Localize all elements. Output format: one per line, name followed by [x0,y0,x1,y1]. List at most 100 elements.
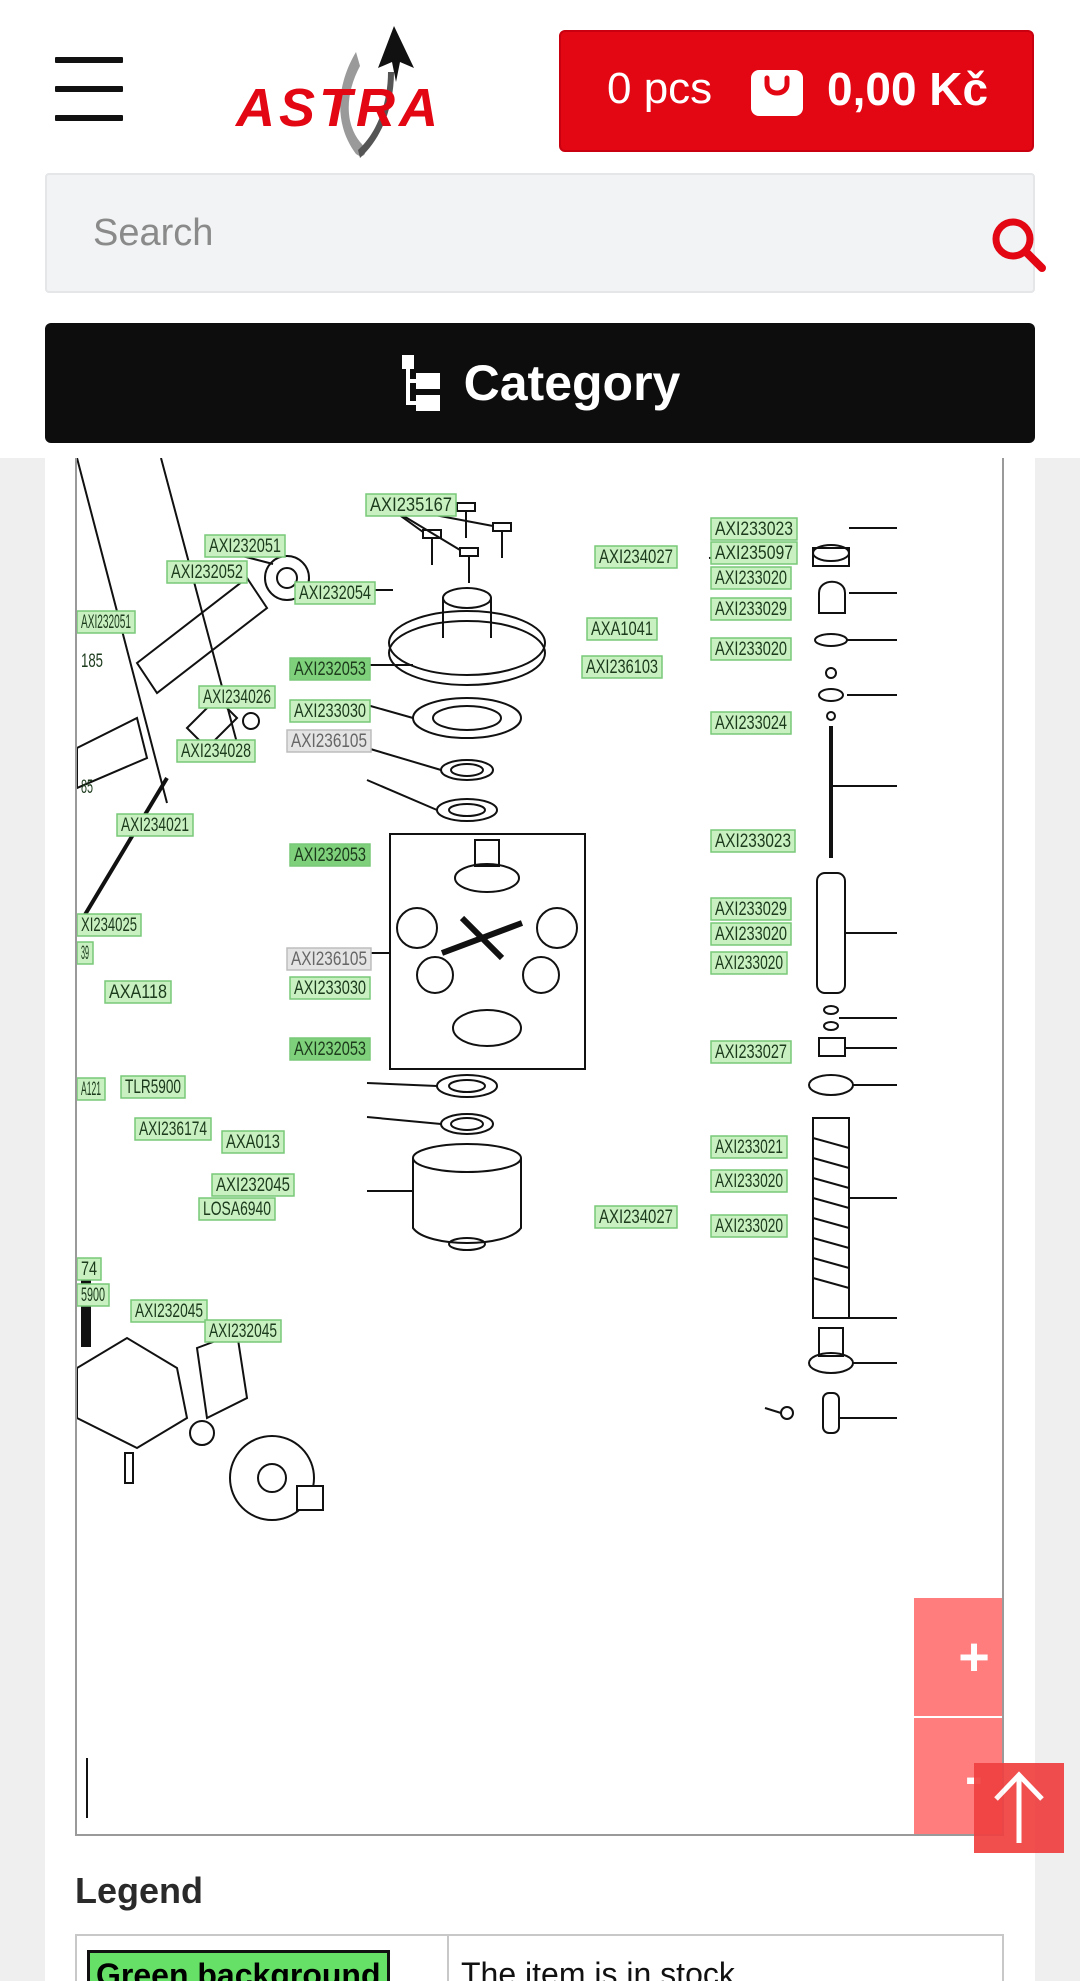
part-label[interactable]: AXA118 [104,980,172,1004]
part-label-text: AXI233030 [294,978,366,999]
part-label[interactable]: AXI233021 [710,1135,788,1159]
part-label[interactable]: AXA013 [221,1130,285,1154]
part-label[interactable]: 185 [81,651,103,672]
part-label[interactable]: LOSA6940 [198,1197,276,1221]
part-label-text: AXI232053 [294,1039,366,1060]
part-label-text: AXI236103 [586,657,658,678]
part-label[interactable]: 74 [77,1257,102,1281]
part-label-text: TLR5900 [125,1077,181,1098]
part-label-text: AXI232045 [135,1301,203,1322]
part-label[interactable]: AXI232045 [130,1299,208,1323]
part-label[interactable]: 85 [81,777,93,798]
scroll-to-top-button[interactable] [974,1763,1064,1853]
part-label-text: AXI233020 [715,639,787,660]
part-label-text: AXA013 [226,1132,280,1153]
part-label[interactable]: AXI236103 [581,655,663,679]
part-label-text: AXI233029 [715,599,787,620]
part-label[interactable]: AXI233020 [710,566,792,590]
part-label[interactable]: AXI236105 [286,729,372,753]
part-label[interactable]: AXI232045 [204,1319,282,1343]
part-label[interactable]: AXA1041 [586,617,658,641]
part-label[interactable]: AXI232053 [289,657,371,681]
part-label[interactable]: AXI235097 [710,541,798,565]
part-label-text: AXI235097 [715,543,793,564]
part-label[interactable]: AXI233029 [710,897,792,921]
part-label-text: AXI232051 [209,536,281,557]
part-label[interactable]: AXI234028 [176,739,256,763]
part-label-text: AXI233020 [715,953,783,974]
part-label[interactable]: AXI233027 [710,1040,792,1064]
part-label[interactable]: AXI234026 [198,685,276,709]
part-label[interactable]: AXI233020 [710,1169,788,1193]
part-label[interactable]: AXI233023 [710,829,796,853]
search-icon[interactable] [989,215,1047,273]
part-label-text: 5900 [81,1285,105,1306]
part-label[interactable]: AXI233023 [710,517,798,541]
part-label[interactable]: AXI236174 [134,1117,212,1141]
search-input[interactable] [47,175,927,291]
part-label[interactable]: AXI232052 [166,560,248,584]
part-label[interactable]: AXI232045 [211,1173,295,1197]
part-label[interactable]: AXI232053 [289,843,371,867]
part-label-text: AXI232045 [216,1175,290,1196]
zoom-in-button[interactable]: + [914,1598,1002,1716]
part-label[interactable]: AXI233030 [289,699,371,723]
part-label-text: 74 [81,1259,97,1280]
part-label[interactable]: AXI233020 [710,1214,788,1238]
part-label-text: AXI233027 [715,1042,787,1063]
part-label-text: AXI233020 [715,1171,783,1192]
part-label-text: AXI233023 [715,519,793,540]
arrow-up-icon [994,1771,1044,1843]
part-label[interactable]: 39 [77,941,94,965]
part-label-text: AXI236105 [291,949,367,970]
part-label[interactable]: AXI236105 [286,947,372,971]
part-labels: AXI235167AXI232051AXI232052AXI232051AXI2… [77,493,798,1343]
part-label[interactable]: AXI232051 [204,534,286,558]
legend-title: Legend [75,1870,204,1911]
part-label-text: AXI232053 [294,845,366,866]
part-label[interactable]: AXI234021 [116,813,194,837]
part-label[interactable]: AXI235167 [365,493,457,517]
cart-button[interactable]: 0 pcs 0,00 Kč [559,30,1034,152]
part-label[interactable]: AXI234027 [594,545,678,569]
part-label[interactable]: AXI233020 [710,922,792,946]
category-label: Category [463,355,681,411]
astra-logo[interactable]: ASTRA [228,22,468,162]
part-label-text: AXI232045 [209,1321,277,1342]
part-label[interactable]: AXI233024 [710,711,792,735]
part-label-text: AXI233029 [715,899,787,920]
category-tree-icon [401,355,440,411]
part-label-text: 185 [81,651,103,672]
part-label-text: AXI234028 [181,741,251,762]
part-label-text: AXI236174 [139,1119,207,1140]
part-label[interactable]: AXI232051 [77,610,136,634]
part-label-text: AXI232053 [294,659,366,680]
part-label[interactable]: 5900 [77,1283,110,1307]
part-label[interactable]: AXI234027 [594,1205,678,1229]
menu-hamburger-icon[interactable] [55,55,123,123]
part-label-text: AXI233020 [715,924,787,945]
part-label-text: AXI233030 [294,701,366,722]
part-label[interactable]: AXI232054 [294,581,376,605]
part-label-text: AXI236105 [291,731,367,752]
part-label-text: AXI233024 [715,713,787,734]
part-label-text: AXI232054 [299,583,371,604]
part-label-text: AXI235167 [370,495,452,516]
part-label[interactable]: TLR5900 [120,1075,186,1099]
part-label[interactable]: AXI233029 [710,597,792,621]
part-label[interactable]: AXI233030 [289,976,371,1000]
part-label-text: AXI233021 [715,1137,783,1158]
part-label[interactable]: XI234025 [77,913,142,937]
part-label[interactable]: AXI233020 [710,951,788,975]
part-label[interactable]: A121 [77,1077,106,1101]
part-label[interactable]: AXI232053 [289,1037,371,1061]
category-button[interactable]: Category [45,323,1035,443]
part-label[interactable]: AXI233020 [710,637,792,661]
part-label-text: AXI233023 [715,831,791,852]
part-label-text: XI234025 [81,915,137,936]
part-label-text: AXA1041 [591,619,653,640]
cart-total: 0,00 Kč [827,63,989,115]
